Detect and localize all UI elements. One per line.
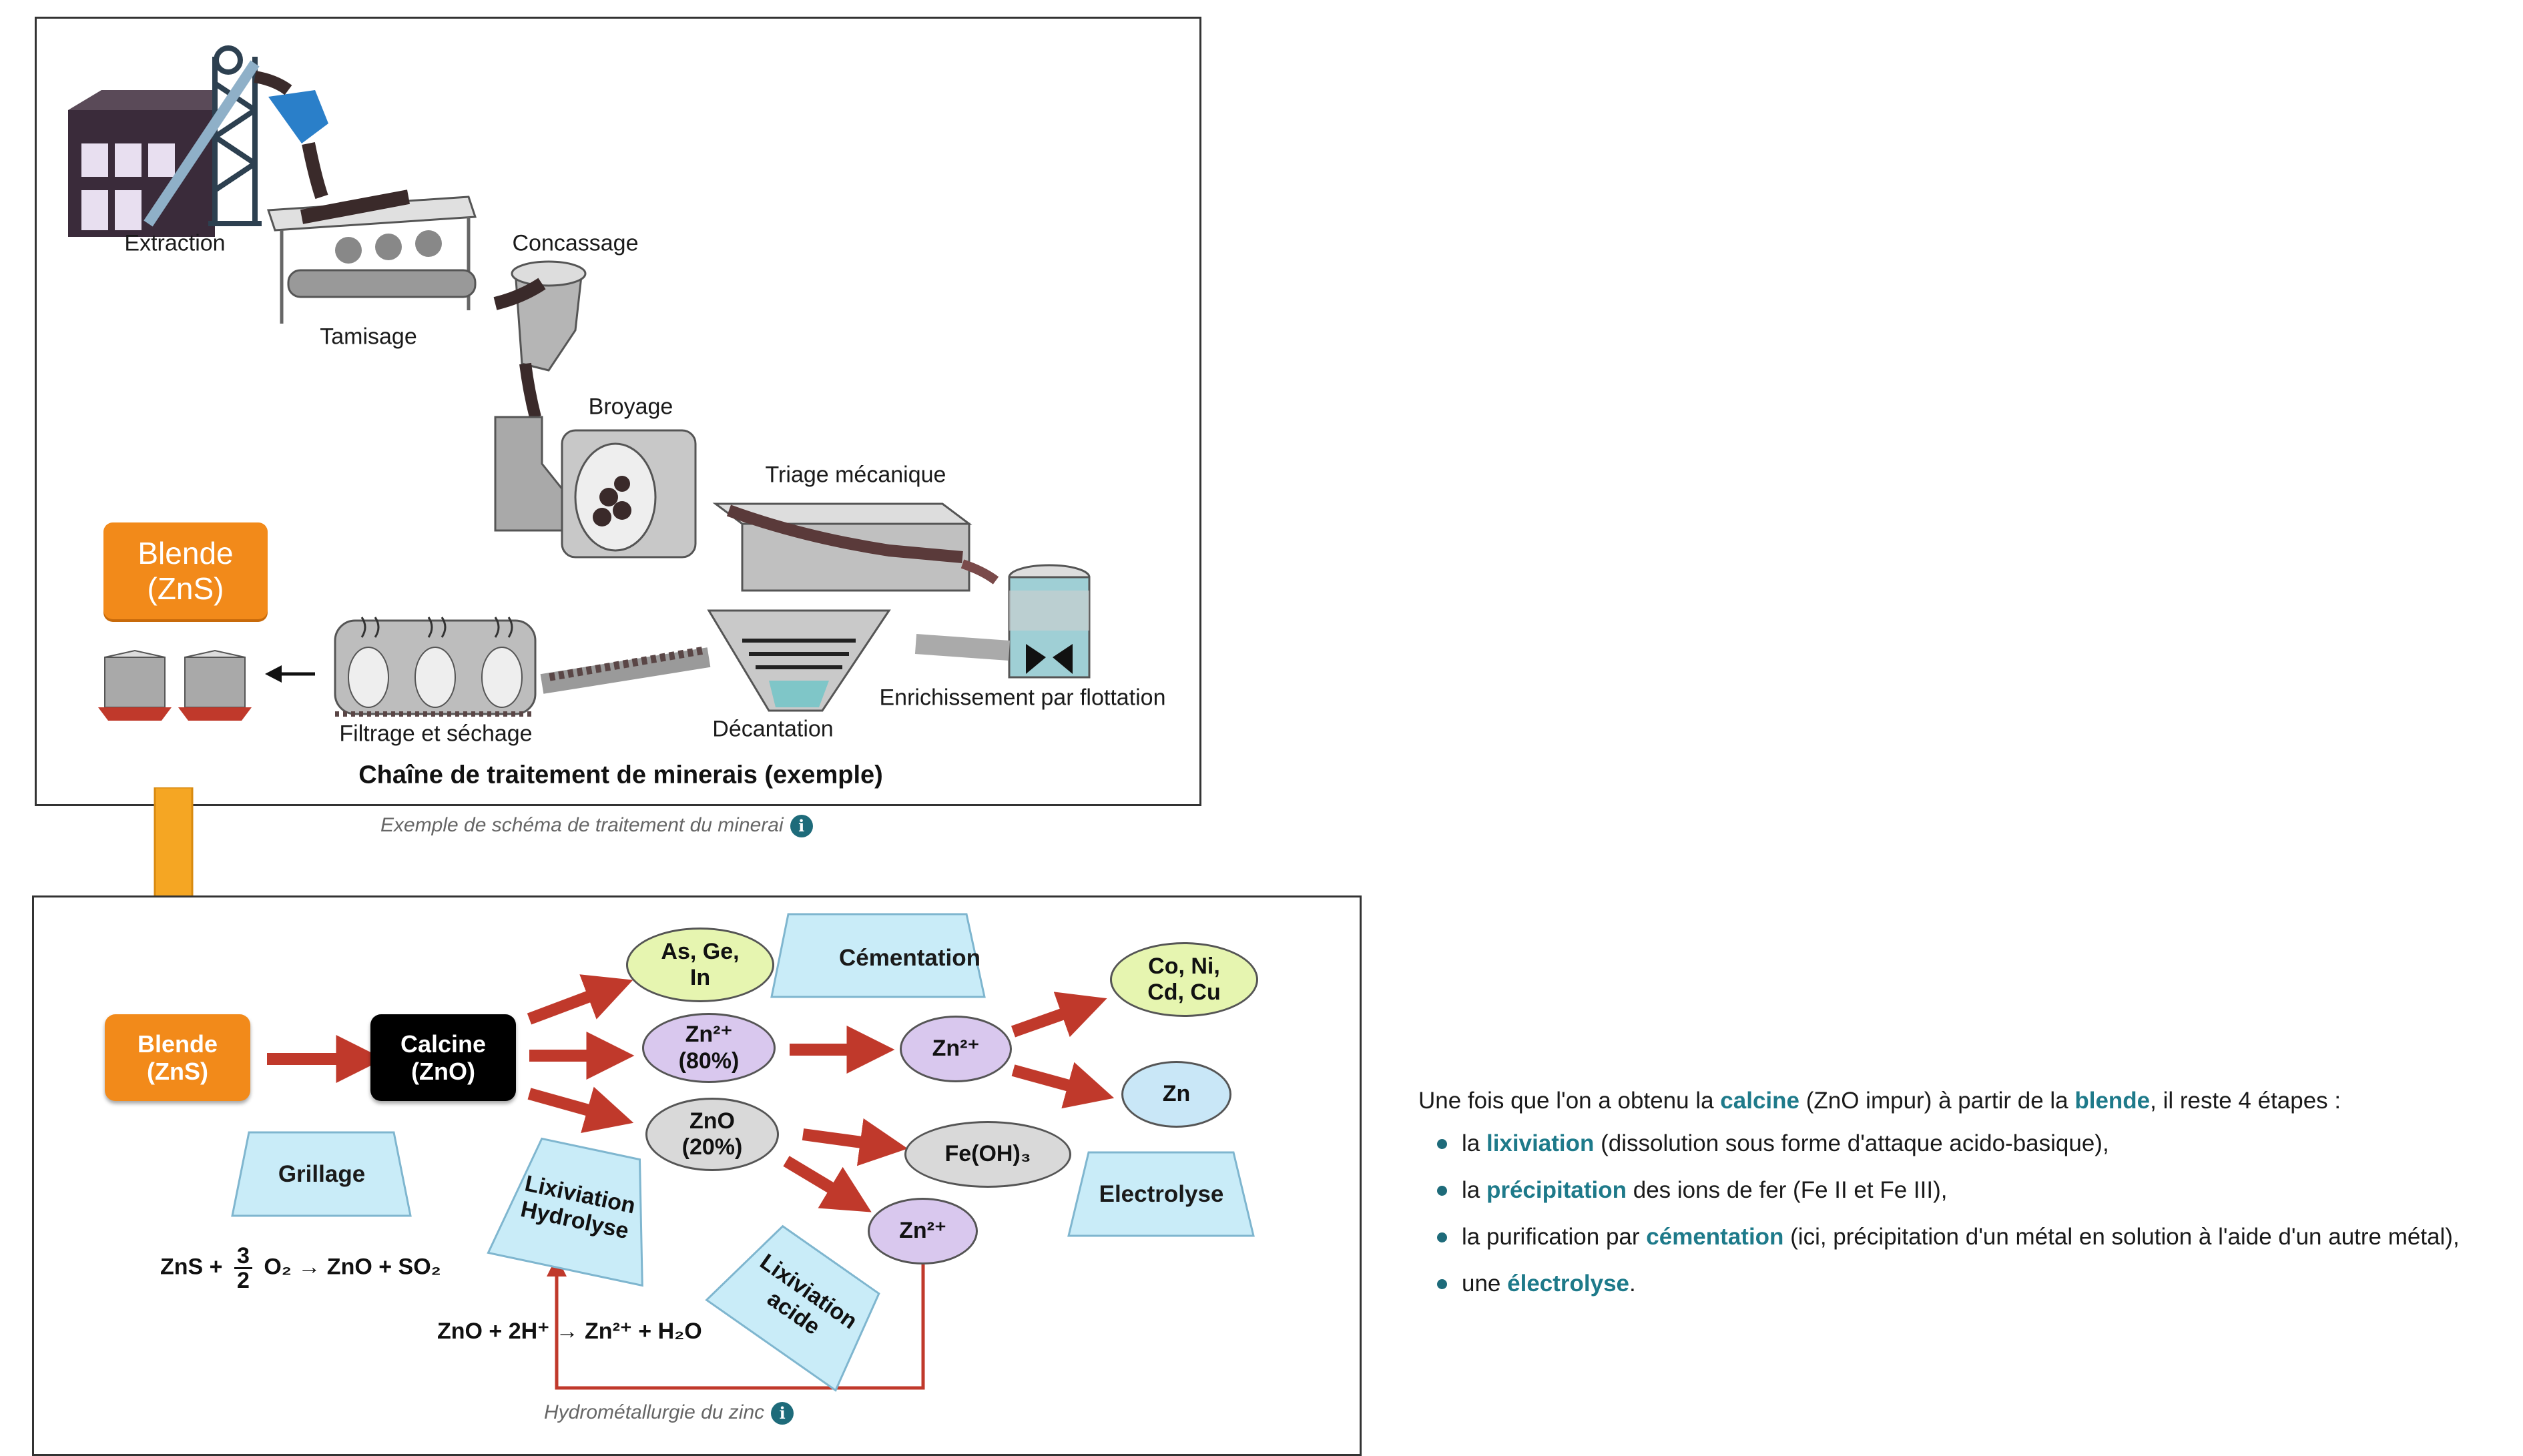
calcine-box: Calcine (ZnO): [370, 1014, 516, 1101]
list-item: la lixiviation (dissolution sous forme d…: [1418, 1129, 2513, 1158]
ball-mill-icon: [494, 416, 697, 559]
ore-processing-illustration: [68, 45, 1091, 721]
formula-lixiviation: ZnO + 2H⁺ → Zn²⁺ + H₂O: [437, 1319, 702, 1344]
keyword-link[interactable]: blende: [2074, 1088, 2151, 1114]
label-decantation: Décantation: [712, 716, 834, 742]
label-extraction: Extraction: [124, 230, 226, 256]
mechanical-sorting-icon: [712, 502, 999, 592]
node-zn: Zn: [1121, 1061, 1231, 1128]
lixiviation-acide-shape: [705, 1224, 880, 1392]
arrow-calcine-zno20: [527, 1086, 634, 1133]
mine-building-icon: [68, 90, 215, 237]
crusher-icon: [493, 260, 587, 419]
label-tamisage: Tamisage: [320, 324, 417, 350]
node-zn-mid: Zn²⁺: [900, 1016, 1012, 1082]
flotation-tank-icon: [1008, 564, 1091, 679]
conveyor-belt-icon: [540, 647, 711, 694]
formula-grillage: ZnS + 3 2 O₂ → ZnO + SO₂: [160, 1243, 441, 1293]
grillage-shape: [231, 1131, 412, 1217]
info-icon[interactable]: i: [771, 1402, 794, 1425]
node-zno-20: ZnO (20%): [645, 1098, 779, 1171]
node-as-ge-in: As, Ge, In: [626, 928, 774, 1002]
list-item: la précipitation des ions de fer (Fe II …: [1418, 1176, 2513, 1205]
top-figure-caption: Exemple de schéma de traitement du miner…: [380, 814, 813, 838]
blende-box-top: Blende (ZnS): [103, 522, 268, 619]
arrow-zno20-znlow: [783, 1156, 872, 1212]
label-electrolyse: Electrolyse: [1099, 1181, 1224, 1207]
keyword-link[interactable]: précipitation: [1486, 1177, 1627, 1203]
side-intro: Une fois que l'on a obtenu la calcine (Z…: [1418, 1088, 2341, 1114]
steps-list: la lixiviation (dissolution sous forme d…: [1418, 1129, 2513, 1299]
side-text: Une fois que l'on a obtenu la calcine (Z…: [1418, 1088, 2513, 1316]
list-item: la purification par cémentation (ici, pr…: [1418, 1222, 2513, 1252]
hopper-icon: [268, 90, 328, 143]
node-feoh3: Fe(OH)₃: [904, 1121, 1071, 1188]
list-item: une électrolyse.: [1418, 1269, 2513, 1299]
keyword-link[interactable]: cémentation: [1646, 1224, 1784, 1250]
blende-box-bottom: Blende (ZnS): [105, 1014, 250, 1101]
label-enrichissement: Enrichissement par flottation: [879, 685, 1166, 711]
electrolyse-shape: [1067, 1151, 1255, 1237]
node-co-ni-cd-cu: Co, Ni, Cd, Cu: [1110, 942, 1258, 1017]
arrow-znmid-zn: [1011, 1062, 1115, 1109]
arrow-zno20-feoh3: [802, 1118, 908, 1166]
headframe-tower-icon: [144, 45, 262, 227]
keyword-link[interactable]: lixiviation: [1486, 1130, 1595, 1156]
info-icon[interactable]: i: [790, 815, 813, 838]
filter-drum-icon: [334, 617, 537, 717]
node-zn-80: Zn²⁺ (80%): [642, 1013, 776, 1083]
arrow-znmid-coni: [1011, 992, 1107, 1038]
label-filtrage: Filtrage et séchage: [339, 721, 533, 747]
cementation-shape: [770, 913, 986, 998]
top-figure-title: Chaîne de traitement de minerais (exempl…: [358, 761, 883, 789]
process-arrows: [231, 913, 1255, 1392]
label-concassage: Concassage: [512, 230, 639, 256]
keyword-link[interactable]: calcine: [1720, 1088, 1799, 1114]
recycle-line: [547, 1256, 925, 1390]
keyword-link[interactable]: électrolyse: [1507, 1270, 1630, 1297]
lixiviation-hydrolyse-shape: [487, 1137, 643, 1287]
label-triage: Triage mécanique: [765, 462, 946, 488]
label-cementation: Cémentation: [839, 945, 980, 971]
label-grillage: Grillage: [278, 1161, 366, 1187]
node-zn-low: Zn²⁺: [868, 1198, 978, 1264]
label-broyage: Broyage: [588, 394, 673, 420]
decantation-tank-icon: [707, 609, 891, 712]
arrow-calcine-asgein: [527, 974, 633, 1025]
ore-crate-icon: [98, 649, 252, 721]
screening-table-icon: [266, 190, 477, 324]
